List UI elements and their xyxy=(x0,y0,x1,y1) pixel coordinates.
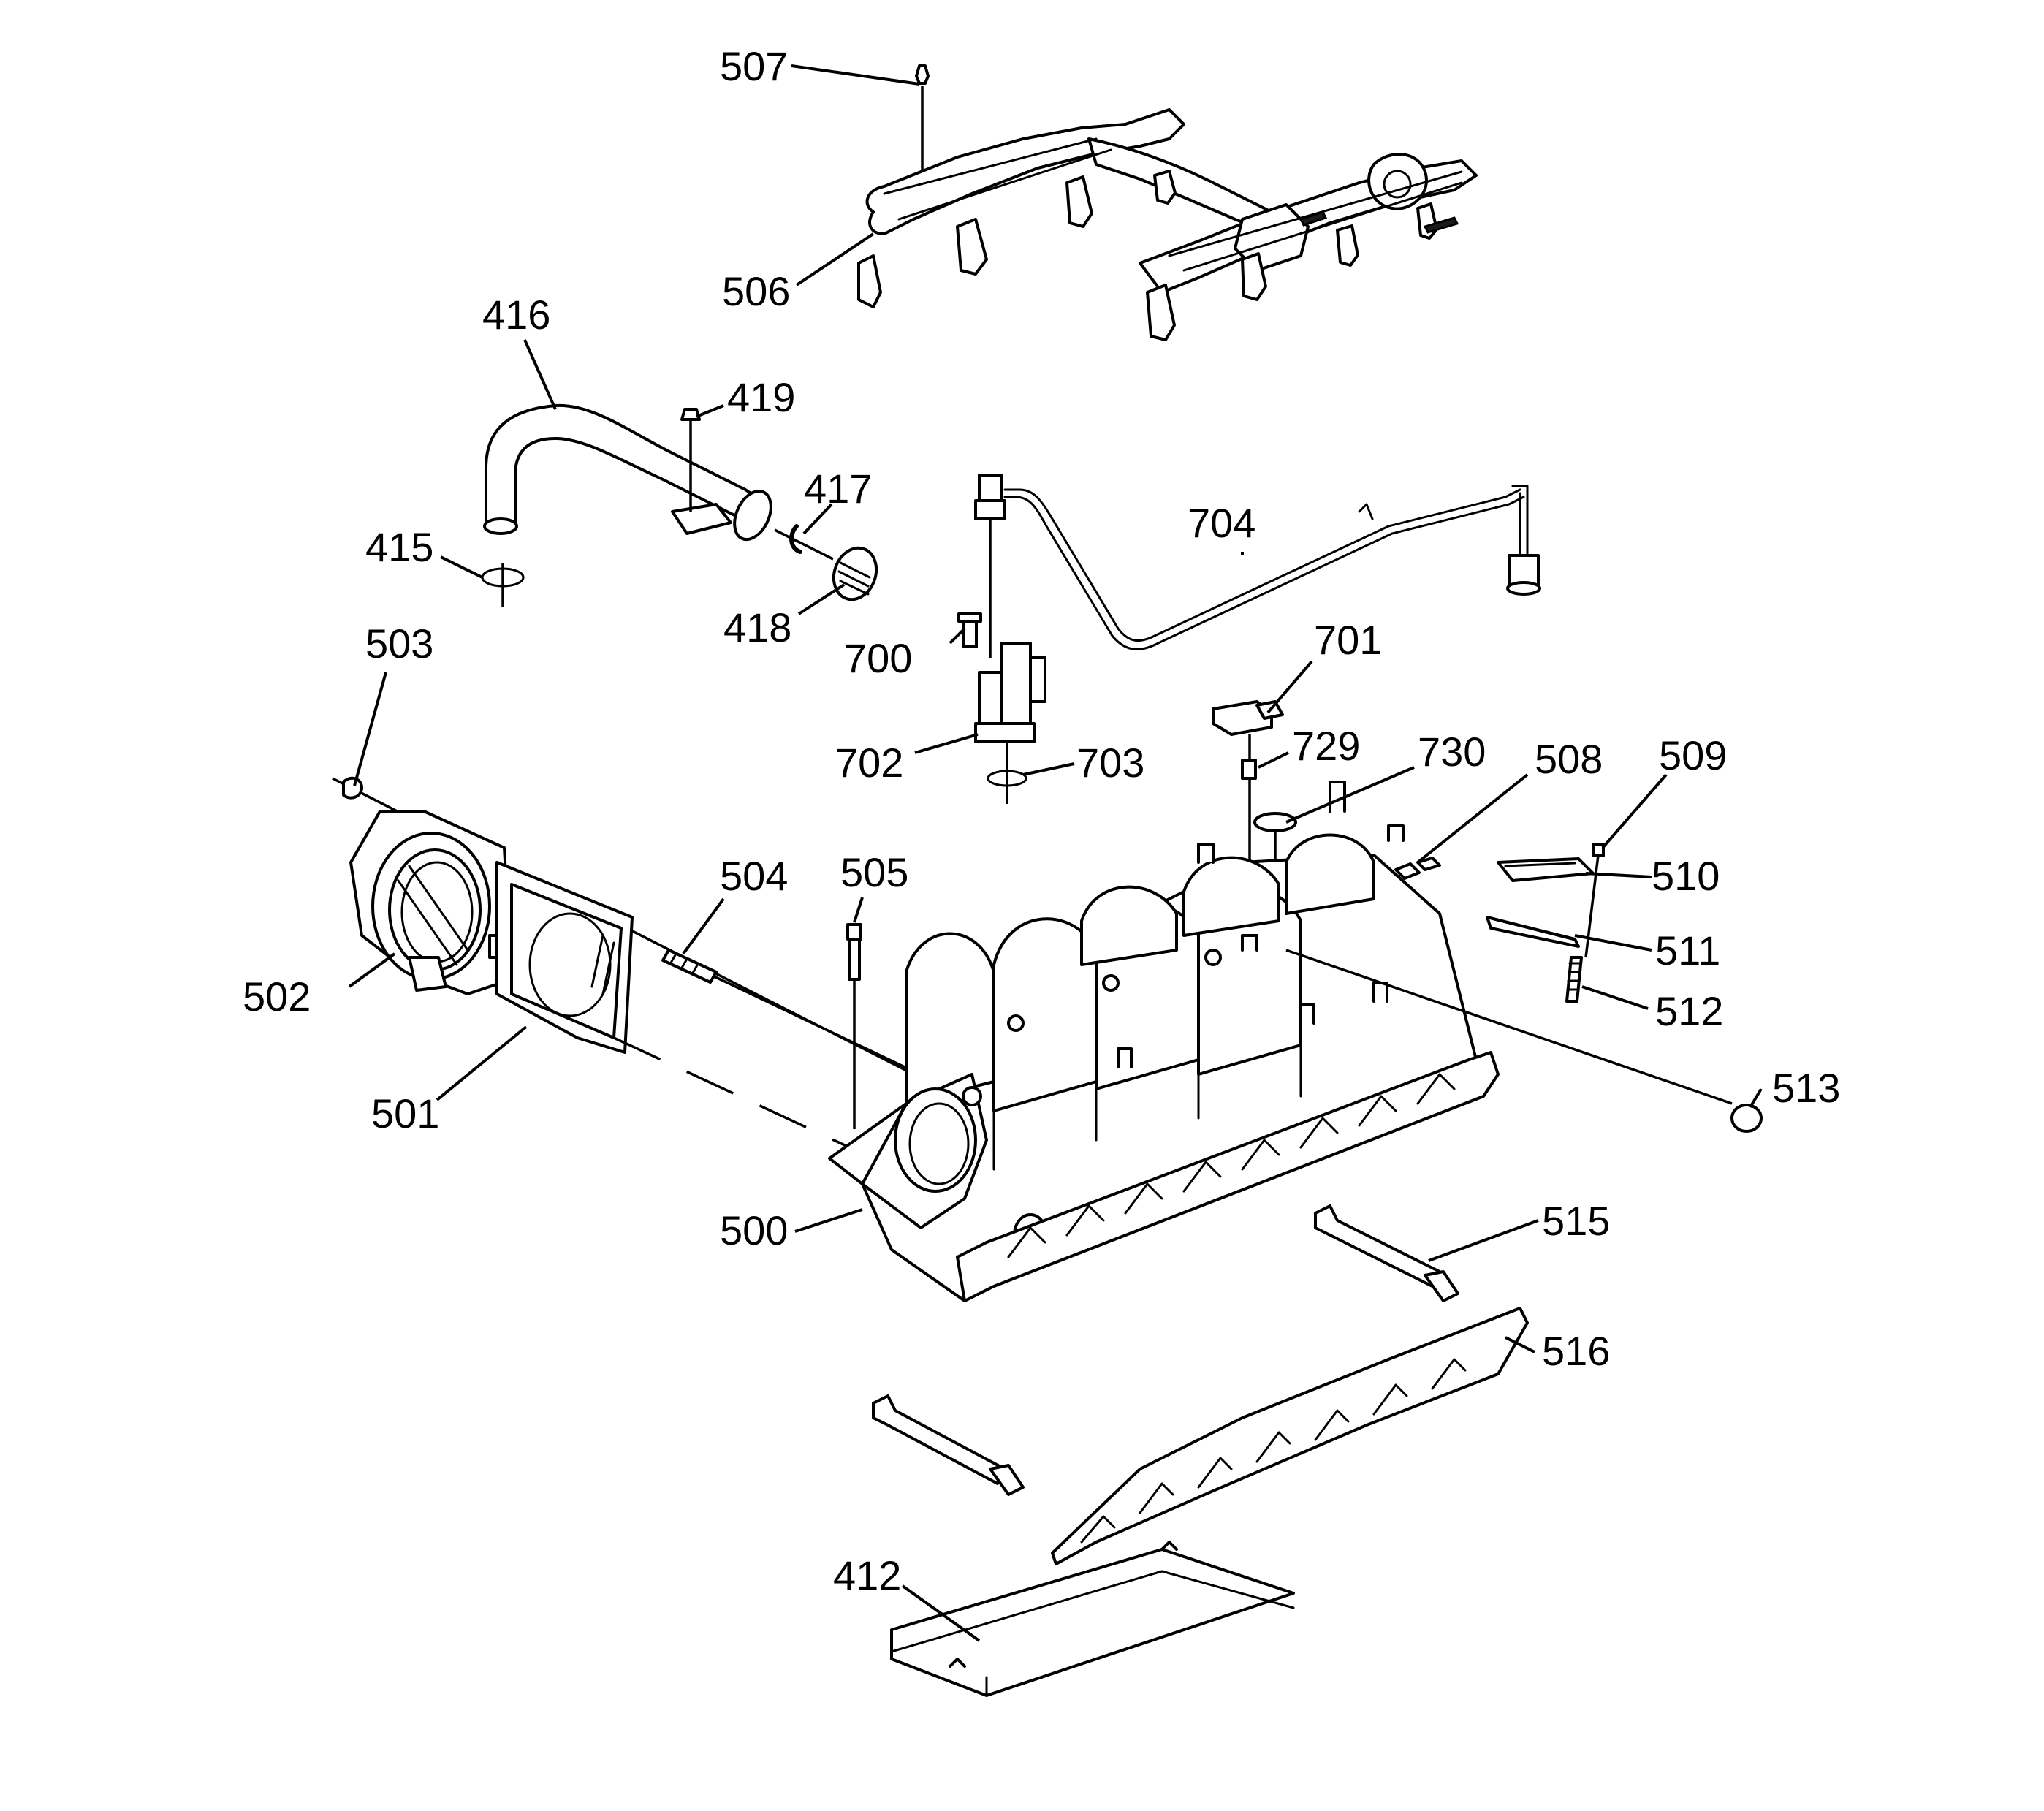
callout-503: 503 xyxy=(365,620,433,667)
vapor-line-assembly xyxy=(957,474,1541,804)
callout-703: 703 xyxy=(1076,740,1144,786)
callout-700: 700 xyxy=(844,635,912,681)
callout-501: 501 xyxy=(371,1090,439,1136)
throttle-body-assembly xyxy=(332,776,929,1185)
callout-416: 416 xyxy=(482,292,550,338)
lower-brackets xyxy=(872,1204,1529,1697)
callout-417: 417 xyxy=(804,466,872,512)
callout-507: 507 xyxy=(720,43,788,89)
callout-412: 412 xyxy=(833,1552,901,1598)
callout-500: 500 xyxy=(720,1207,788,1253)
callout-516: 516 xyxy=(1542,1328,1610,1374)
right-side-hardware xyxy=(1394,843,1763,1133)
callout-515: 515 xyxy=(1542,1198,1610,1244)
stud-and-bolt xyxy=(661,923,936,1129)
callout-502: 502 xyxy=(243,973,311,1020)
callout-415: 415 xyxy=(365,524,433,570)
callout-505: 505 xyxy=(840,849,908,895)
callout-730: 730 xyxy=(1418,729,1486,775)
callout-508: 508 xyxy=(1535,736,1603,782)
callout-702: 702 xyxy=(835,740,903,786)
callout-504: 504 xyxy=(720,853,788,899)
callout-511: 511 xyxy=(1655,927,1720,973)
callout-419: 419 xyxy=(727,374,795,420)
callout-509: 509 xyxy=(1659,732,1727,778)
callout-506: 506 xyxy=(722,268,790,314)
callout-729: 729 xyxy=(1292,723,1360,769)
callout-513: 513 xyxy=(1772,1065,1840,1111)
callout-418: 418 xyxy=(723,604,791,650)
pcv-tube-assembly xyxy=(481,403,878,607)
callout-701: 701 xyxy=(1314,617,1382,663)
leader-lines xyxy=(348,64,1763,1642)
intake-manifold xyxy=(828,781,1733,1302)
callout-510: 510 xyxy=(1652,853,1720,899)
callout-512: 512 xyxy=(1655,988,1723,1034)
callout-labels: 507 506 416 419 417 415 418 704 700 701 … xyxy=(243,43,1840,1598)
callout-704: 704 xyxy=(1188,500,1255,546)
fuel-rail-assembly xyxy=(857,64,1478,341)
